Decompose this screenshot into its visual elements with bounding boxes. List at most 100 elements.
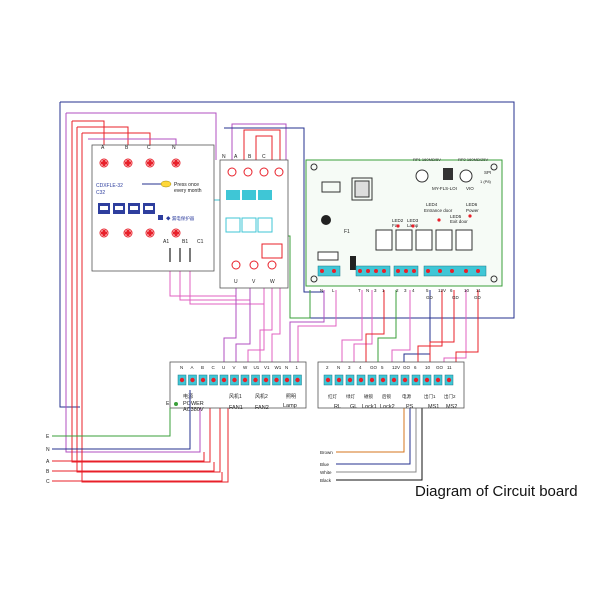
left-screw-dot-7: [253, 377, 258, 383]
pcb-screw-9: [426, 269, 430, 273]
right-top-label-8: 6: [414, 365, 417, 370]
pcb-gnd-label-0: GD: [426, 295, 434, 300]
right-screw-dot-3: [358, 377, 364, 383]
spi-label: SPI: [484, 170, 491, 175]
left-screw-dot-9: [274, 377, 279, 383]
right-screw-dot-10: [435, 377, 441, 383]
contactor-out-w: W: [270, 279, 275, 285]
ic2-label: RP2 160MΩ/25V: [458, 157, 488, 162]
right-screw-dot-7: [402, 377, 408, 383]
left-screw-dot-0: [179, 377, 185, 383]
supply-c: C: [46, 479, 50, 485]
supply-e: E: [46, 434, 50, 440]
right-top-label-6: 12V: [392, 365, 400, 370]
left-top-label-0: N: [180, 365, 183, 370]
pcb-board: RP1 160MΩ/5V RP2 160MΩ/25V MY-FLS-LOI VI…: [305, 157, 503, 287]
left-en-fan2: FAN2: [255, 405, 269, 411]
left-top-label-3: C: [212, 365, 216, 370]
left-block-en: POWER AC380V FAN1 FAN2 Lamp: [183, 401, 297, 413]
supply-a: A: [46, 459, 50, 465]
right-top-label-5: 5: [381, 365, 384, 370]
pcb-terminal-label-2: T: [358, 288, 361, 293]
press-note-2: every month: [174, 188, 202, 194]
pot1-icon: [415, 169, 429, 183]
pcb-terminal-label-0: N: [320, 288, 323, 293]
pcb-terminal-label-1: L: [332, 288, 335, 293]
left-en-lamp: Lamp: [283, 403, 297, 409]
pcb-screw-2: [358, 269, 362, 273]
pcb-terminal-label-11: 6: [450, 288, 453, 293]
right-top-label-0: 2: [326, 365, 329, 370]
right-screw-dot-6: [391, 377, 397, 383]
pcb-terminal-screws: [320, 269, 480, 273]
regulator-icon: [443, 168, 453, 180]
breaker-out-labels: A1 B1 C1: [163, 239, 204, 245]
right-top-label-3: 4: [359, 365, 362, 370]
pcb-terminal-label-3: N: [366, 288, 369, 293]
left-screw-dot-1: [190, 377, 195, 383]
left-screw-dot-10: [284, 377, 290, 383]
pcb-terminal-label-6: 2: [396, 288, 399, 293]
pcb-screw-6: [396, 269, 400, 273]
breaker-screw-cross: [101, 160, 179, 166]
right-block-cn: 红灯 绿灯 磁锁 后锁 电源 出门1 出门2: [328, 393, 456, 400]
breaker-phase-a: A: [101, 145, 105, 151]
contactor-in-n: N: [222, 154, 226, 160]
test-button-icon: [160, 180, 172, 188]
pcb-screw-10: [438, 269, 442, 273]
indicator-square-icon: [158, 215, 163, 220]
breaker-bottom-screws: [99, 228, 181, 238]
right-cn-ms1: 出门1: [424, 393, 436, 400]
relay-blocks: [375, 229, 473, 251]
breaker-rating: C32: [96, 190, 105, 196]
led3-name: LED3: [407, 218, 419, 223]
legend-white: White: [320, 470, 332, 475]
right-block-en: RL GL Lock1 Lock2 PS MS1 MS2: [334, 404, 457, 410]
left-top-label-10: N: [285, 365, 288, 370]
pcb-terminal-label-7: 3: [404, 288, 407, 293]
ground-icon: [174, 402, 178, 406]
left-en-power: POWER: [183, 401, 204, 407]
left-top-label-6: W: [243, 365, 248, 370]
contactor-in-c: C: [262, 154, 266, 160]
pcb-terminal-label-4: 3: [374, 288, 377, 293]
left-block-screws: [177, 374, 302, 386]
led2-name: LED2: [392, 218, 404, 223]
buzzer-icon: [321, 215, 331, 225]
left-cn-lamp: 照明: [286, 394, 296, 400]
left-top-label-8: V1: [264, 365, 270, 370]
diagram-caption: Diagram of Circuit board: [415, 483, 578, 500]
led4-desc: Entrance door: [424, 208, 453, 213]
pcb-terminal-label-9: 5: [426, 288, 429, 293]
right-top-label-11: 11: [447, 365, 452, 370]
pcb-gnd-label-2: GD: [474, 295, 482, 300]
right-en-rl: RL: [334, 404, 341, 410]
left-block-cn: 电源 风机1 风机2 照明: [183, 393, 296, 400]
left-cn-fan2: 风机2: [255, 393, 268, 400]
spi2-label: 1 (P8): [480, 179, 492, 184]
pcb-screw-13: [476, 269, 480, 273]
breaker-top-screws: [99, 158, 181, 168]
supply-labels: E N A B C: [46, 434, 50, 485]
led5-name: LED5: [450, 214, 462, 219]
left-en-fan1: FAN1: [229, 405, 243, 411]
pcb-terminal-label-12: 10: [464, 288, 470, 293]
svg-text:◆ 漏电保护器: ◆ 漏电保护器: [166, 215, 195, 222]
breaker-phase-labels: A B C N: [101, 145, 176, 151]
contactor-module: N A B C U V W: [219, 154, 289, 289]
right-cn-lock1: 磁锁: [364, 393, 373, 400]
supply-b: B: [46, 469, 50, 475]
fuse-icon: [317, 251, 339, 261]
contactor-body: [225, 190, 273, 233]
right-top-label-4: GO: [370, 365, 378, 370]
pcb-screw-0: [320, 269, 324, 273]
left-screw-dot-6: [242, 377, 248, 383]
right-cn-ms2: 出门2: [444, 393, 456, 400]
led6-name: LED6: [466, 202, 478, 207]
pcb-terminal-label-10: 12V: [438, 288, 446, 293]
contactor-in-a: A: [234, 154, 238, 160]
right-screw-dot-11: [446, 377, 452, 383]
